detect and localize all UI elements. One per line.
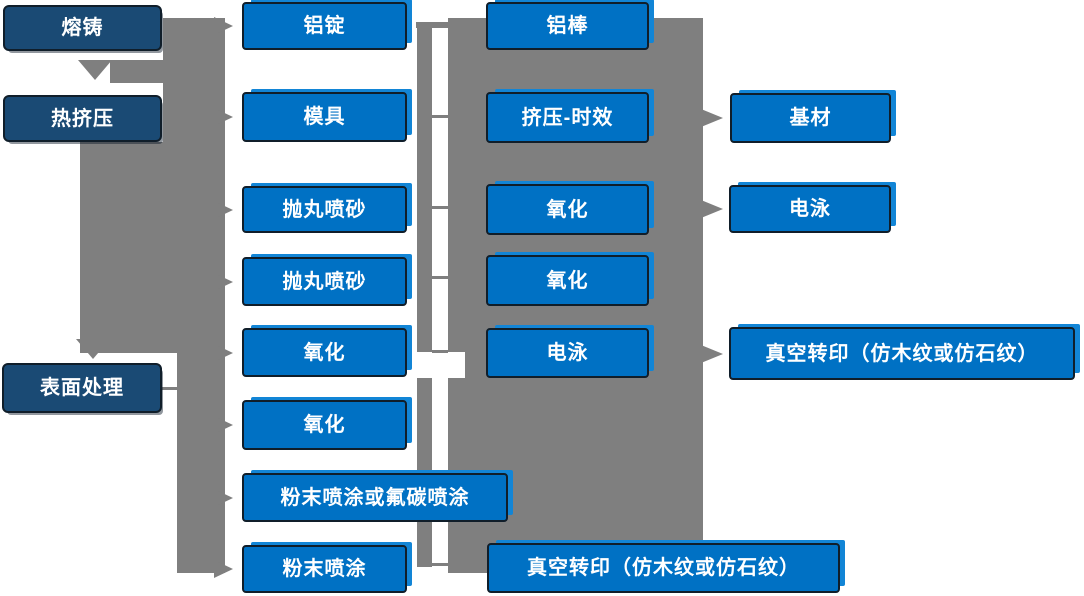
node-fenmo-futan: 粉末喷涂或氟碳喷涂 [242,473,508,522]
connector-tie-row4 [432,276,448,279]
connector-band-surface [177,353,225,573]
connector-tie-row5 [432,350,448,353]
node-paowanpensha-2: 抛丸喷砂 [242,257,407,306]
connector-line-surface [162,387,178,390]
node-label: 挤压-时效 [521,106,614,129]
connector-tie-bottom [432,563,448,566]
node-lvbang: 铝棒 [486,2,649,50]
node-label: 抛丸喷砂 [282,270,367,293]
node-label: 氧化 [303,341,346,364]
arrow-down-icon [76,339,110,359]
node-label: 电泳 [789,198,831,220]
arrow-right-icon [214,273,233,291]
arrow-right-icon [214,108,233,126]
node-label: 抛丸喷砂 [282,198,367,221]
node-zhenkong-2: 真空转印（仿木纹或仿石纹） [729,327,1075,380]
node-label: 粉末喷涂 [282,558,367,580]
node-label: 真空转印（仿木纹或仿石纹） [765,342,1039,365]
node-label: 表面处理 [40,377,124,399]
node-label: 基材 [789,107,832,129]
node-label: 电泳 [546,342,589,364]
node-label: 热挤压 [51,107,114,130]
node-dianyong-2: 电泳 [729,185,891,233]
node-rongzhu: 熔铸 [3,5,162,51]
arrow-right-icon [214,489,233,507]
node-rejiya: 热挤压 [3,95,162,142]
node-dianyong-1: 电泳 [486,328,649,378]
arrow-right-icon [214,344,233,362]
node-fenmopentu: 粉末喷涂 [242,545,407,593]
node-label: 真空转印（仿木纹或仿石纹） [527,557,800,579]
node-zhenkong-1: 真空转印（仿木纹或仿石纹） [487,543,840,593]
node-yanghua-3: 氧化 [486,184,649,235]
connector-tie-row3 [432,206,448,209]
arrow-right-icon [214,416,233,434]
node-label: 铝锭 [303,15,346,37]
arrow-right-icon [701,345,723,363]
node-label: 氧化 [303,414,346,436]
connector-band-left-stub [110,60,165,83]
node-label: 粉末喷涂或氟碳喷涂 [280,486,470,509]
connector-band-narrow-upper [417,22,432,352]
node-label: 氧化 [546,198,589,221]
node-muju: 模具 [242,92,407,142]
node-lvding: 铝锭 [242,2,407,50]
node-label: 铝棒 [546,15,589,37]
node-label: 氧化 [546,269,589,292]
node-label: 模具 [303,106,346,128]
connector-tie-row2 [432,115,448,118]
node-yanghua-2: 氧化 [242,400,407,450]
node-jicai: 基材 [730,93,891,143]
node-jiya-shixiao: 挤压-时效 [486,92,649,143]
node-yanghua-4: 氧化 [486,255,649,306]
node-label: 熔铸 [61,17,104,39]
arrow-right-icon [214,560,233,578]
arrow-right-icon [214,201,233,219]
connector-band-left-main [163,18,225,353]
connector-band-left-lower [80,142,163,353]
connector-tie-top [416,22,448,28]
arrow-right-icon [214,17,233,35]
arrow-right-icon [701,200,723,218]
node-yanghua-1: 氧化 [242,328,407,377]
arrow-down-icon [78,60,112,80]
arrow-right-icon [701,109,723,127]
node-biaomianchuli: 表面处理 [2,363,162,413]
node-paowanpensha-1: 抛丸喷砂 [242,186,407,233]
